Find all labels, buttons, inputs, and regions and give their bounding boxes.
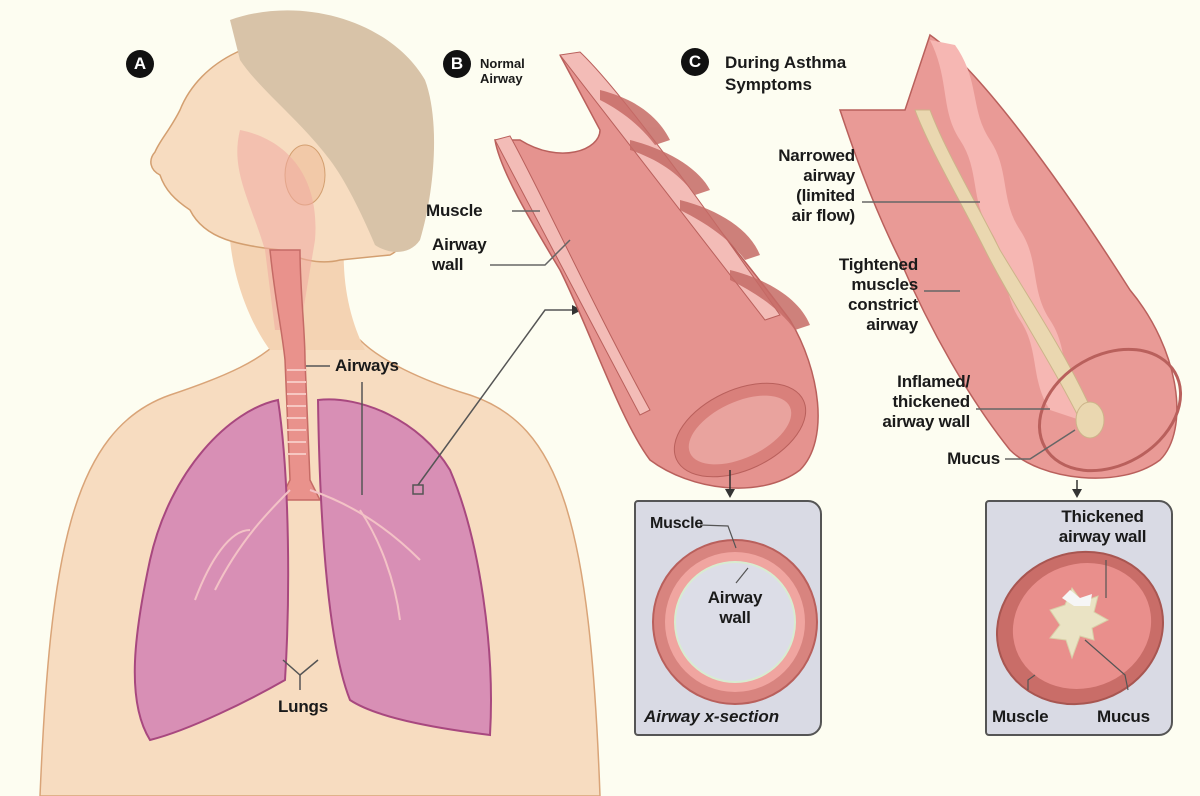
narrowed-airway-label: Narrowed airway (limited air flow) [740, 146, 855, 226]
normal-muscle-label: Muscle [426, 201, 483, 220]
tightened-line3: constrict [848, 295, 918, 314]
narrowed-line3: (limited [796, 186, 855, 205]
normal-xsection-art [652, 524, 818, 705]
narrowed-line2: airway [803, 166, 855, 185]
panel-b-title: Normal Airway [480, 56, 525, 86]
xsection-caption: Airway x-section [644, 707, 780, 726]
tightened-line4: airway [866, 315, 918, 334]
asthma-xsection-art [996, 550, 1164, 706]
normal-airway-wall-line1: Airway [432, 235, 487, 254]
narrowed-line1: Narrowed [778, 146, 855, 165]
xsection-asthma-mucus-label: Mucus [1097, 707, 1150, 726]
xsection-airway-wall-line1: Airway [707, 588, 763, 607]
xsection-normal-airway-wall-label: Airway wall [690, 588, 780, 628]
tightened-muscles-label: Tightened muscles constrict airway [800, 255, 918, 335]
normal-airway-wall-line2: wall [432, 255, 464, 274]
mucus-label: Mucus [947, 449, 1000, 468]
xsection-thickened-line2: airway wall [1058, 527, 1147, 546]
panel-c-badge: C [681, 48, 709, 76]
tightened-line2: muscles [851, 275, 918, 294]
xsection-airway-wall-line2: wall [719, 608, 751, 627]
xsection-asthma-muscle-label: Muscle [992, 707, 1049, 726]
panel-a-badge: A [126, 50, 154, 78]
airways-label: Airways [335, 356, 399, 375]
panel-c-title: During Asthma Symptoms [725, 52, 846, 96]
panel-b-badge: B [443, 50, 471, 78]
tightened-line1: Tightened [838, 255, 918, 274]
inflamed-wall-label: Inflamed/ thickened airway wall [840, 372, 970, 432]
panel-c-title-line1: During Asthma [725, 53, 847, 72]
panel-b-title-line1: Normal [480, 56, 525, 71]
xsection-thickened-wall-label: Thickened airway wall [1040, 507, 1165, 547]
xsection-normal-muscle-label: Muscle [650, 515, 704, 532]
inflamed-line2: thickened [892, 392, 970, 411]
inflamed-line1: Inflamed/ [897, 372, 970, 391]
normal-airway-wall-label: Airway wall [432, 235, 487, 275]
human-figure [39, 10, 601, 796]
normal-airway-tube [494, 51, 819, 489]
xsection-thickened-line1: Thickened [1061, 507, 1144, 526]
inflamed-line3: airway wall [882, 412, 970, 431]
asthma-airway-tube [838, 33, 1183, 479]
panel-c-title-line2: Symptoms [725, 75, 812, 94]
lungs-label: Lungs [278, 697, 328, 716]
panel-b-title-line2: Airway [480, 71, 523, 86]
narrowed-line4: air flow) [791, 206, 856, 225]
